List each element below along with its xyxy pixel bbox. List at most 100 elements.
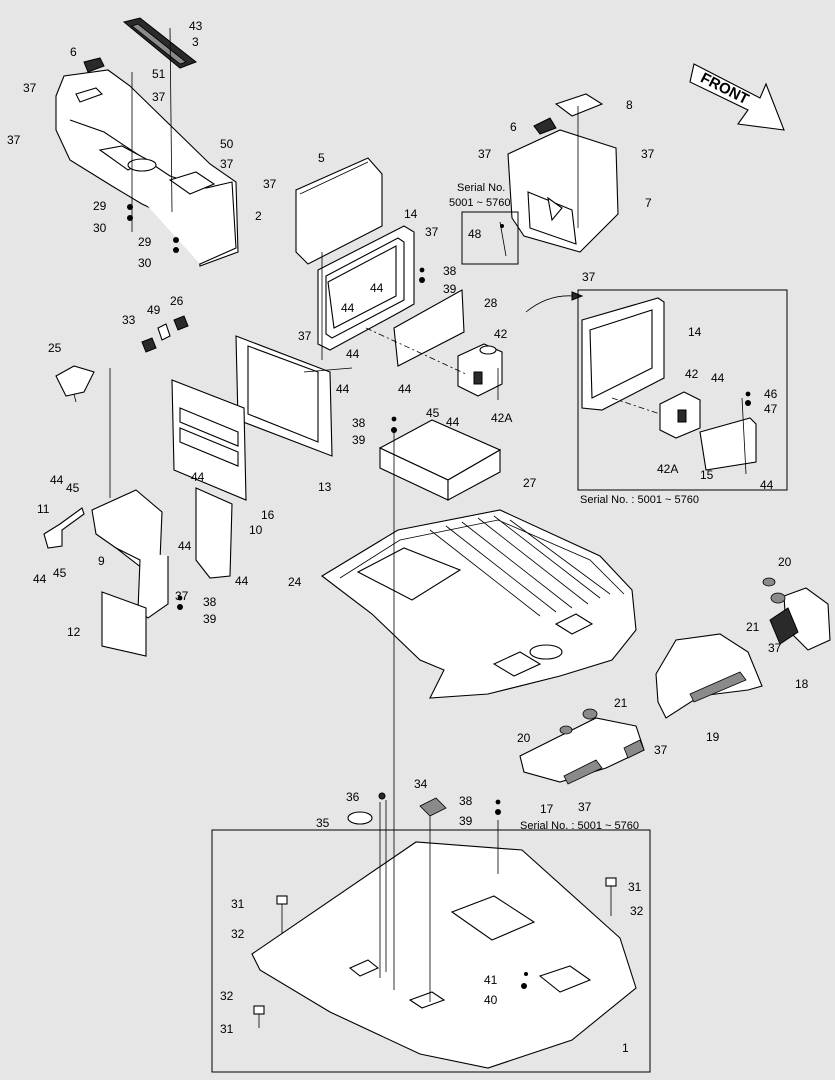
callout-14: 14 [404, 207, 418, 221]
callout-44: 44 [50, 473, 64, 487]
part-1-floor-plate [251, 841, 637, 1069]
inset-right-box [577, 289, 788, 491]
callout-44: 44 [191, 470, 205, 484]
callout-47: 47 [764, 402, 778, 416]
callout-10: 10 [249, 523, 263, 537]
inset-bottom-box [211, 829, 651, 1073]
callout-33: 33 [122, 313, 136, 327]
callout-11: 11 [37, 502, 50, 516]
callout-37: 37 [175, 589, 189, 603]
callout-14: 14 [688, 325, 702, 339]
bolts [127, 204, 751, 1028]
part-24-floor-mat [321, 509, 637, 699]
callout-15: 15 [700, 468, 714, 482]
callout-37: 37 [263, 177, 277, 191]
callout-45: 45 [66, 481, 80, 495]
callout-3: 3 [192, 35, 199, 49]
callout-5: 5 [318, 151, 325, 165]
callout-21: 21 [614, 696, 628, 710]
callout-30: 30 [138, 256, 152, 270]
part-14-frame [317, 225, 415, 351]
callout-37: 37 [582, 270, 596, 284]
callout-9: 9 [98, 554, 105, 568]
callout-32: 32 [220, 989, 234, 1003]
callout-44: 44 [760, 478, 774, 492]
part-2-left-console [55, 57, 239, 267]
callout-37: 37 [23, 81, 37, 95]
callout-7: 7 [645, 196, 652, 210]
callout-37: 37 [654, 743, 668, 757]
callout-50: 50 [220, 137, 234, 151]
callout-20: 20 [778, 555, 792, 569]
callout-18: 18 [795, 677, 809, 691]
part-7-right-console [507, 129, 619, 253]
callout-24: 24 [288, 575, 302, 589]
part-18-duct [769, 587, 831, 651]
part-8-lid [554, 93, 604, 117]
callout-1: 1 [622, 1041, 629, 1055]
callout-37: 37 [578, 800, 592, 814]
callout-41: 41 [484, 973, 498, 987]
callout-25: 25 [48, 341, 62, 355]
part-10-plate [195, 487, 233, 579]
callout-37: 37 [298, 329, 312, 343]
callout-27: 27 [523, 476, 537, 490]
callout-37: 37 [7, 133, 21, 147]
serial-top-line1: Serial No. [457, 182, 505, 194]
callout-39: 39 [459, 814, 473, 828]
part-9-bracket [91, 489, 169, 619]
callout-38: 38 [352, 416, 366, 430]
callout-28: 28 [484, 296, 498, 310]
part-16-plate [171, 379, 247, 501]
part-25-knob [55, 365, 95, 403]
callout-43: 43 [189, 19, 203, 33]
callout-38: 38 [443, 264, 457, 278]
callout-42: 42 [494, 327, 508, 341]
callout-44: 44 [711, 371, 725, 385]
callout-20: 20 [517, 731, 531, 745]
callout-44: 44 [346, 347, 360, 361]
callout-44: 44 [446, 415, 460, 429]
callout-13: 13 [318, 480, 332, 494]
part-33-49-26-switches [141, 315, 189, 353]
part-17-duct [519, 717, 645, 785]
part-28-panel [393, 289, 465, 367]
callout-39: 39 [443, 282, 457, 296]
part-6-cap [533, 117, 557, 135]
serial-top-line2: 5001 ~ 5760 [449, 197, 510, 209]
serial-right: Serial No. : 5001 ~ 5760 [580, 494, 699, 506]
part-13-frame [235, 335, 333, 457]
callout-29: 29 [93, 199, 107, 213]
callout-31: 31 [231, 897, 245, 911]
mat-ribs [429, 515, 611, 617]
callout-44: 44 [235, 574, 249, 588]
callout-49: 49 [147, 303, 161, 317]
part-12-cover [101, 591, 147, 657]
callout-37: 37 [768, 641, 782, 655]
callout-45: 45 [426, 406, 440, 420]
callout-42A: 42A [491, 411, 512, 425]
callout-42A: 42A [657, 462, 678, 476]
callout-37: 37 [220, 157, 234, 171]
callout-31: 31 [220, 1022, 234, 1036]
callout-44: 44 [336, 382, 350, 396]
inset-top-box [461, 211, 519, 265]
callout-12: 12 [67, 625, 81, 639]
callout-26: 26 [170, 294, 184, 308]
callout-44: 44 [341, 301, 355, 315]
callout-36: 36 [346, 790, 360, 804]
part-20-21-rings [559, 577, 786, 735]
callout-6: 6 [70, 45, 77, 59]
callout-37: 37 [641, 147, 655, 161]
callout-39: 39 [352, 433, 366, 447]
callout-30: 30 [93, 221, 107, 235]
callout-44: 44 [178, 539, 192, 553]
callout-44: 44 [370, 281, 384, 295]
part-42-tank [457, 343, 503, 397]
callout-37: 37 [478, 147, 492, 161]
callout-48: 48 [468, 227, 482, 241]
callout-42: 42 [685, 367, 699, 381]
part-19-cover [655, 633, 763, 719]
